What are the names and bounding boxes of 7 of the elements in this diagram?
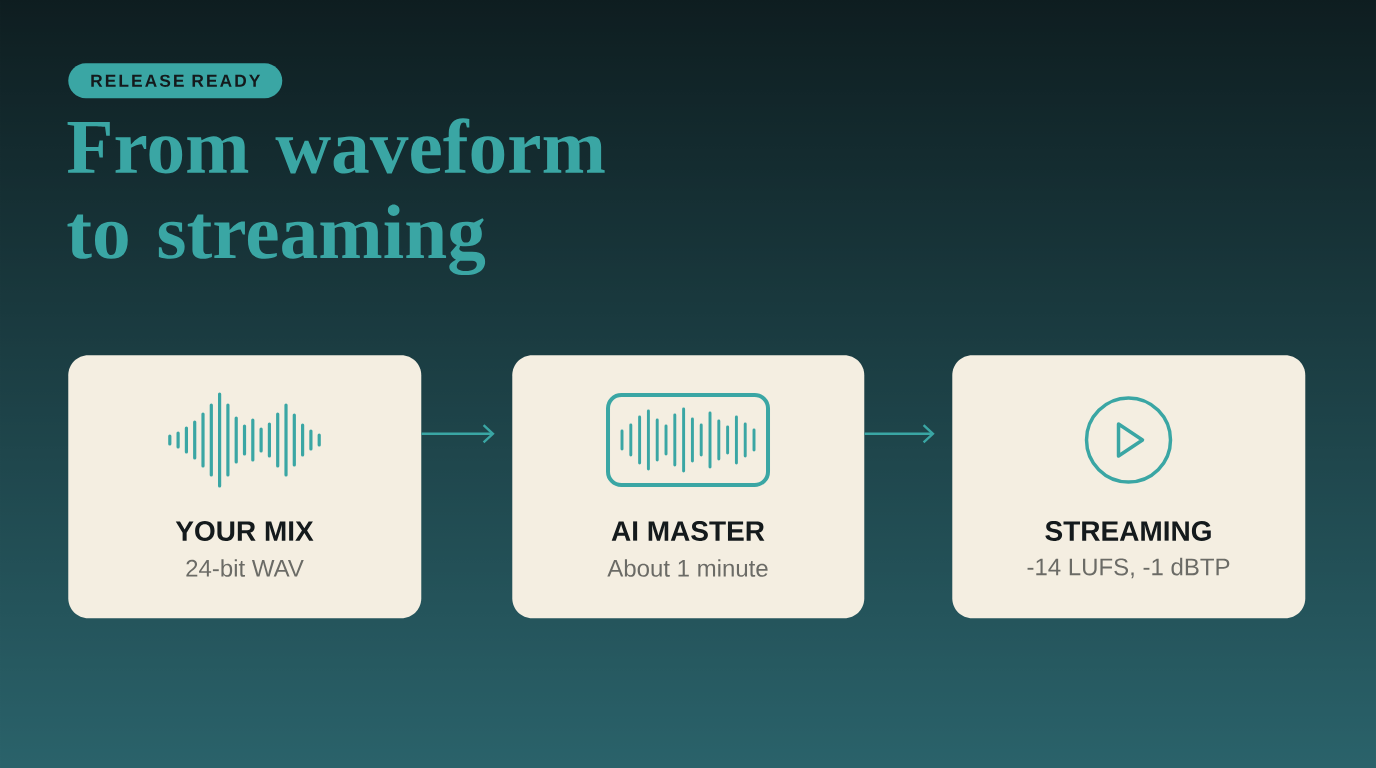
arrow [864,424,935,444]
step-card: AI MASTER About 1 minute [512,355,865,619]
step-card: STREAMING -14 LUFS, -1 dBTP [952,355,1306,619]
title: From waveform to streaming [67,118,605,276]
arrow [421,424,495,444]
badge: RELEASE READY [68,63,283,99]
step-card: YOUR MIX 24-bit WAV [68,355,422,619]
